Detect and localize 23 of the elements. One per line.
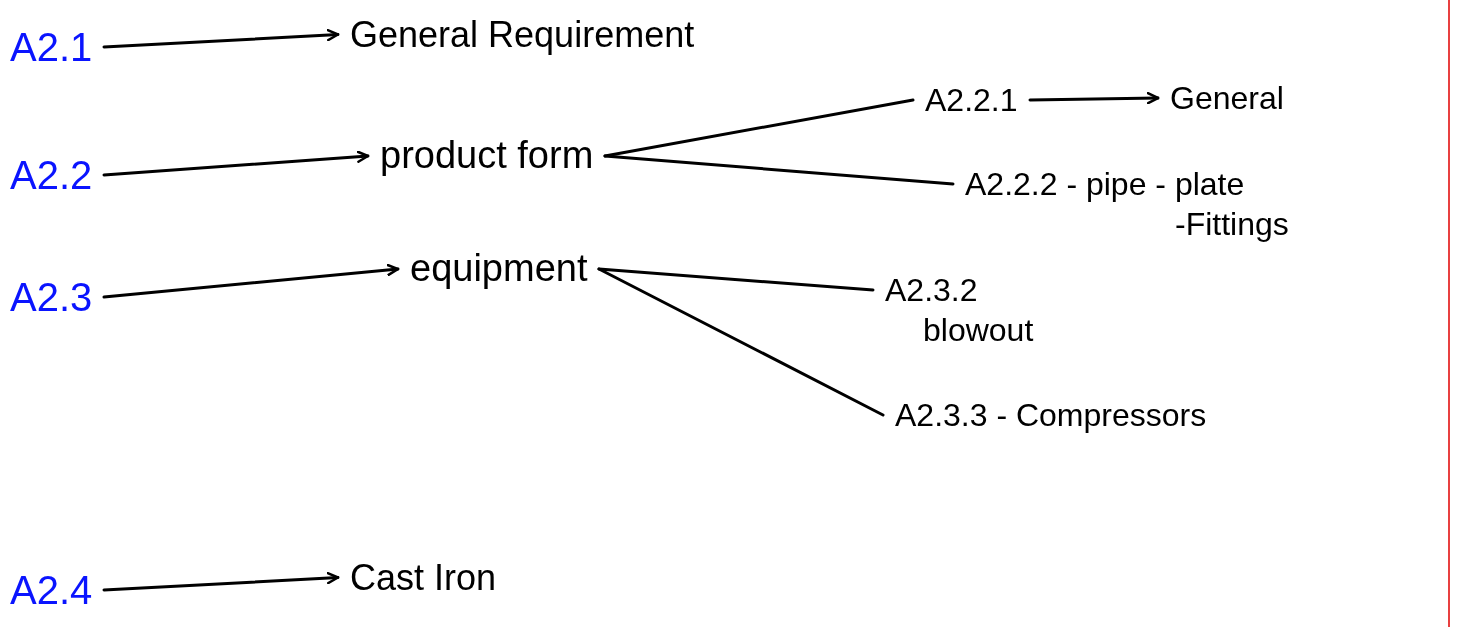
branch-line	[597, 267, 885, 417]
section-title: Cast Iron	[350, 556, 497, 600]
subsection-label: A2.2.1	[925, 81, 1018, 120]
section-number: A2.2	[10, 152, 93, 199]
arrow	[102, 571, 340, 592]
subsection-title: General	[1170, 79, 1284, 118]
branch-line	[603, 98, 915, 158]
section-title: General Requirement	[350, 13, 695, 57]
section-number: A2.1	[10, 24, 93, 71]
arrow	[102, 263, 400, 299]
subsection-label: A2.3.3 - Compressors	[895, 396, 1207, 435]
section-number: A2.3	[10, 274, 93, 321]
branch-line	[603, 154, 955, 186]
subsection-label: A2.3.2	[885, 271, 979, 310]
subsection-label: A2.2.2 - pipe - plate	[965, 165, 1246, 204]
arrow	[1028, 91, 1160, 105]
arrow	[102, 28, 340, 49]
section-number: A2.4	[10, 567, 93, 614]
section-title: equipment	[410, 246, 588, 291]
arrow	[102, 150, 370, 177]
subsection-label: blowout	[922, 311, 1034, 350]
section-title: product form	[380, 133, 594, 178]
subsection-label: -Fittings	[1174, 205, 1289, 244]
